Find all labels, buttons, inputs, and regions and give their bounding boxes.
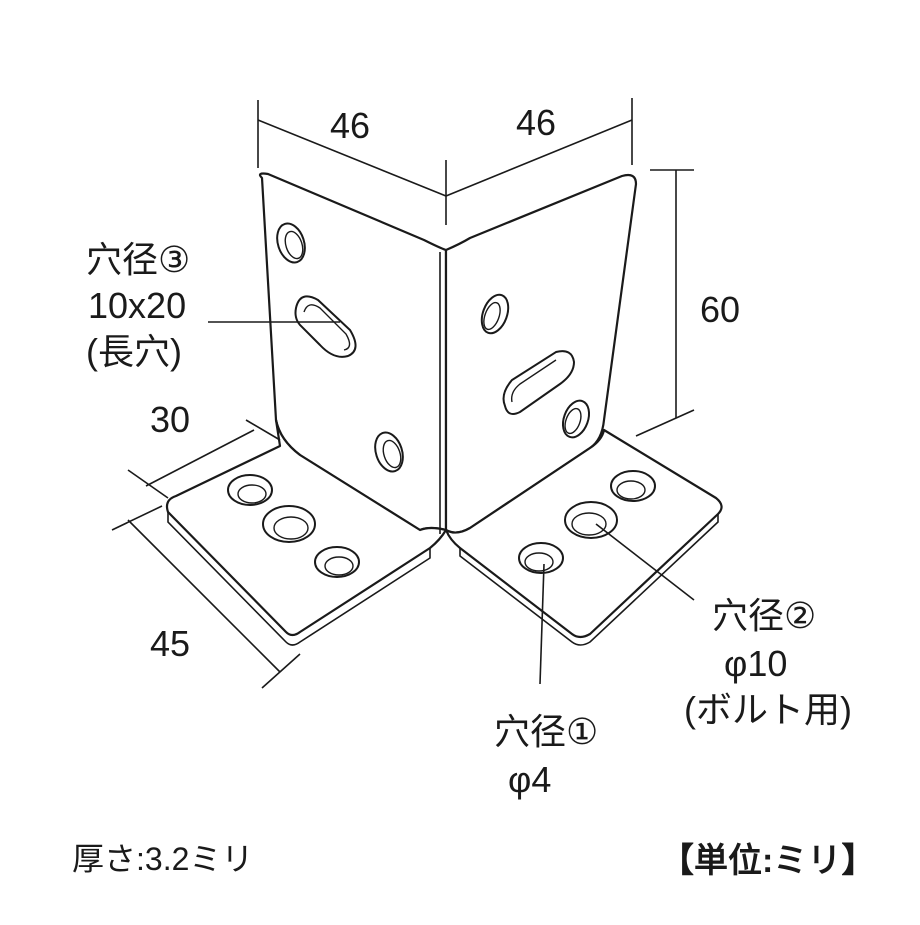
hole1-title: 穴径① [494, 711, 598, 752]
thickness-note: 厚さ:3.2ミリ [72, 841, 253, 877]
floor-hole-left-1-inner [237, 484, 267, 504]
hole-left-bottom-inner [382, 439, 402, 469]
hole3-note: (長穴) [86, 331, 182, 372]
slot-right [502, 350, 576, 415]
dim-leg-length: 45 [150, 623, 190, 664]
hole1-size: φ4 [508, 759, 551, 800]
right-leg-edge [459, 514, 719, 646]
dimension-labels: 46 46 60 30 45 [150, 102, 740, 664]
callout-hole3: 穴径③ 10x20 (長穴) [86, 239, 190, 372]
slot-right-inner [510, 359, 557, 403]
hole2-note: (ボルト用) [684, 689, 852, 730]
dim-width-left: 46 [330, 105, 370, 146]
leader-hole1 [539, 563, 545, 685]
hole-right-top-inner [483, 301, 501, 331]
dimension-lines [111, 98, 695, 689]
hole2-title: 穴径② [712, 595, 816, 636]
floor-hole-right-3-inner [524, 552, 554, 572]
hole2-size: φ10 [724, 643, 787, 684]
hole3-title: 穴径③ [86, 239, 190, 280]
hole-right-top [480, 293, 510, 335]
unit-note: 【単位:ミリ】 [660, 842, 875, 880]
floor-hole-left-3-inner [324, 556, 354, 576]
floor-hole-right-2-inner [571, 512, 607, 536]
floor-hole-right-1-inner [616, 480, 646, 500]
dim-height: 60 [700, 289, 740, 330]
dim-width-right: 46 [516, 102, 556, 143]
leader-hole2 [595, 523, 695, 601]
slot-left-inner [303, 304, 351, 351]
bracket-body [165, 172, 723, 646]
hole-right-bottom-inner [564, 407, 582, 435]
hole3-size: 10x20 [88, 285, 186, 326]
holes [227, 222, 656, 578]
callout-hole1: 穴径① φ4 [494, 711, 598, 800]
callout-hole2: 穴径② φ10 (ボルト用) [684, 595, 852, 730]
dim-leg-depth: 30 [150, 399, 190, 440]
hole-left-top-inner [284, 230, 304, 260]
hole-left-top [276, 222, 306, 264]
floor-hole-left-2-inner [273, 516, 309, 540]
hole-left-bottom [374, 431, 404, 473]
hole-right-bottom [561, 399, 591, 439]
left-leg-edge [167, 512, 431, 646]
